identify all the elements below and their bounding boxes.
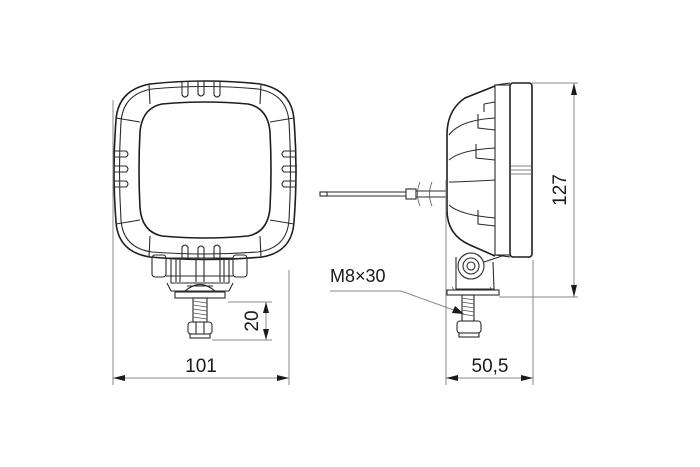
dimension-width: 101 xyxy=(113,356,289,381)
cable xyxy=(319,181,447,207)
side-bracket xyxy=(446,252,506,296)
front-view xyxy=(113,80,297,339)
depth-label: 50,5 xyxy=(472,356,509,377)
height-label: 127 xyxy=(550,174,571,206)
width-label: 101 xyxy=(185,356,217,377)
dimension-depth: 50,5 xyxy=(446,356,533,381)
right-ribs xyxy=(281,150,297,188)
bolt-callout: M8×30 xyxy=(330,266,464,314)
top-ribs xyxy=(181,81,221,98)
dimension-height: 127 xyxy=(550,83,577,297)
bolt-length-label: 20 xyxy=(242,310,263,331)
front-bolt xyxy=(187,297,213,339)
bolt-callout-label: M8×30 xyxy=(330,266,386,286)
left-ribs xyxy=(113,150,129,188)
dimension-bolt-length: 20 xyxy=(212,301,272,341)
bottom-ribs xyxy=(181,244,221,260)
side-view xyxy=(319,82,533,338)
front-bracket xyxy=(151,254,248,299)
side-bolt xyxy=(456,294,482,338)
